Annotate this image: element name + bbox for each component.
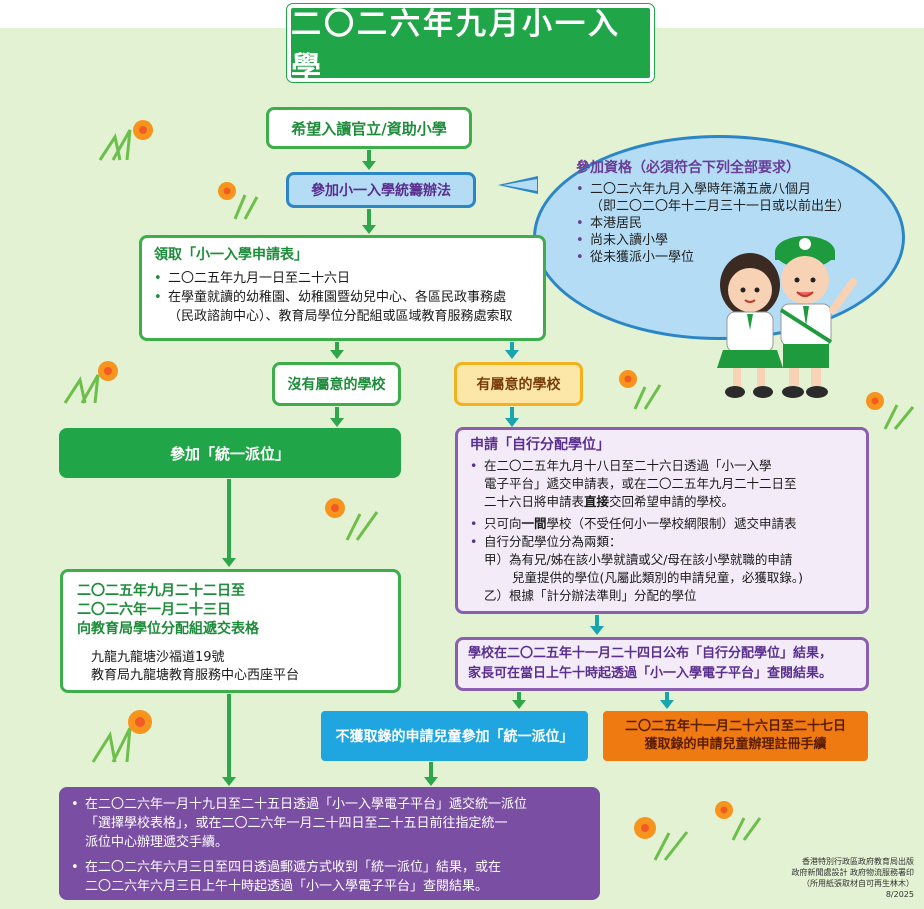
bullet-dot: • [576, 233, 584, 248]
flower-icon [98, 120, 153, 161]
final-text: 派位中心辦理遞交手續。 [85, 835, 229, 850]
dp-text: 交回希望申請的學校。 [609, 494, 735, 509]
form-heading: 領取「小一入學申請表」 [154, 247, 308, 263]
not-admitted-box: 不獲取錄的申請兒童參加「統一派位」 [321, 711, 588, 761]
eligibility-item: 二〇二六年九月入學時年滿五歲八個月 [590, 182, 812, 197]
step-wish-label: 希望入讀官立/資助小學 [291, 119, 447, 138]
arrow-down [222, 479, 236, 567]
credits: 香港特別行政區政府教育局出版 政府新聞處設計 政府物流服務署印 （所用紙張取材自… [734, 856, 914, 900]
arrow-down [660, 692, 674, 709]
flower-icon [715, 801, 762, 841]
bullet-dot: • [576, 250, 584, 265]
eligibility-item: 本港居民 [590, 216, 643, 231]
flower-icon [866, 392, 915, 430]
dp-heading: 申請「自行分配學位」 [470, 437, 610, 453]
submit-address: 九龍九龍塘沙福道19號 [91, 650, 225, 665]
form-item: （民政諮詢中心）、教育局學位分配組或區域教育服務處索取 [168, 309, 513, 324]
credits-line: 8/2025 [885, 890, 914, 899]
submit-date: 二〇二五年九月二十二日至 [77, 583, 245, 599]
dp-text: 自行分配學位分為兩類： [484, 534, 622, 549]
eligibility-content: 參加資格（必須符合下列全部要求） • 二〇二六年九月入學時年滿五歲八個月 （即二〇… [576, 160, 876, 266]
arrow-down [512, 692, 526, 709]
dp-text: 乙）根據「計分辦法準則」分配的學位 [484, 588, 697, 603]
result-text: 學校在二〇二五年十一月二十四日公布「自行分配學位」結果， [468, 646, 833, 661]
final-text: 在二〇二六年六月三日至四日透過郵遞方式收到「統一派位」結果，或在 [85, 860, 502, 875]
eligibility-item: （即二〇二〇年十二月三十一日或以前出生） [590, 199, 851, 214]
dp-text-bold: 直接 [584, 494, 610, 509]
final-text: 「選擇學校表格」，或在二〇二六年一月二十四日至二十五日前往指定統一 [85, 816, 508, 831]
bullet-dot: • [154, 271, 162, 286]
final-steps-box: • 在二〇二六年一月十九日至二十五日透過「小一入學電子平台」遞交統一派位 「選擇… [59, 787, 600, 900]
eligibility-item: 尚未入讀小學 [590, 233, 669, 248]
no-preference-label: 沒有屬意的學校 [287, 377, 386, 393]
eligibility-item: 從未獲派小一學位 [590, 250, 695, 265]
dp-text: 在二〇二五年九月十八日至二十六日透過「小一入學 [484, 458, 772, 473]
step-join-box: 參加小一入學統籌辦法 [286, 172, 476, 208]
bullet-dot: • [470, 516, 478, 531]
dp-text: 只可向 [484, 516, 522, 531]
arrow-down [362, 209, 376, 234]
page-title: 二〇二六年九月小一入學 [287, 4, 654, 86]
step-join-label: 參加小一入學統籌辦法 [311, 183, 451, 199]
has-preference-box: 有屬意的學校 [454, 362, 583, 406]
flower-icon [218, 182, 259, 220]
discretionary-places-box: 申請「自行分配學位」 • 在二〇二五年九月十八日至二十六日透過「小一入學 電子平… [455, 427, 869, 614]
has-preference-label: 有屬意的學校 [476, 377, 561, 393]
arrow-down [590, 615, 604, 635]
form-item: 二〇二五年九月一日至二十六日 [168, 271, 351, 286]
central-allocation-label: 參加「統一派位」 [169, 444, 290, 463]
bullet-dot: • [71, 860, 79, 875]
not-admitted-label: 不獲取錄的申請兒童參加「統一派位」 [335, 729, 574, 745]
arrow-down [424, 762, 438, 786]
registration-text: 獲取錄的申請兒童辦理註冊手續 [644, 737, 827, 752]
arrow-down [330, 407, 344, 427]
flower-icon [91, 710, 152, 763]
arrow-down [362, 150, 376, 170]
credits-line: 政府新聞處設計 政府物流服務署印 [791, 868, 914, 877]
result-text: 家長可在當日上午十時起透過「小一入學電子平台」查閱結果。 [468, 666, 833, 681]
final-text: 二〇二六年六月三日上午十時起透過「小一入學電子平台」查閱結果。 [85, 879, 489, 894]
flower-icon [63, 361, 118, 404]
bullet-dot: • [576, 182, 584, 197]
flower-icon [325, 498, 379, 541]
submit-date: 二〇二六年一月二十三日 [77, 602, 231, 618]
credits-line: （所用紙張取材自可再生林木） [802, 879, 914, 888]
dp-text-bold: 一間 [521, 516, 547, 531]
flower-icon [619, 370, 662, 410]
submit-address: 教育局九龍塘教育服務中心西座平台 [91, 668, 300, 683]
central-allocation-box: 參加「統一派位」 [59, 428, 401, 478]
bullet-dot: • [576, 216, 584, 231]
arrow-down [330, 342, 344, 359]
result-box: 學校在二〇二五年十一月二十四日公布「自行分配學位」結果， 家長可在當日上午十時起… [455, 637, 869, 691]
bullet-dot: • [470, 534, 478, 549]
arrow-down [222, 694, 236, 786]
dp-text: 兒童提供的學位(凡屬此類別的申請兒童，必獲取錄。) [512, 570, 804, 585]
credits-line: 香港特別行政區政府教育局出版 [802, 857, 914, 866]
form-box: 領取「小一入學申請表」 • 二〇二五年九月一日至二十六日 • 在學童就讀的幼稚園、幼… [139, 235, 546, 341]
registration-text: 二〇二五年十一月二十六日至二十七日 [624, 719, 846, 734]
step-wish-box: 希望入讀官立/資助小學 [266, 107, 472, 149]
dp-text: 二十六日將申請表 [484, 494, 585, 509]
bubble-tail-inner [503, 179, 537, 191]
final-text: 在二〇二六年一月十九日至二十五日透過「小一入學電子平台」遞交統一派位 [85, 797, 528, 812]
bullet-dot: • [154, 290, 162, 305]
dp-text: 甲）為有兄/姊在該小學就讀或父/母在該小學就職的申請 [484, 552, 793, 567]
form-item: 在學童就讀的幼稚園、幼稚園暨幼兒中心、各區民政事務處 [168, 290, 507, 305]
submit-instruction: 向教育局學位分配組遞交表格 [77, 621, 259, 637]
eligibility-bubble [533, 135, 905, 340]
bullet-dot: • [71, 797, 79, 812]
children-illustration [717, 236, 857, 398]
registration-box: 二〇二五年十一月二十六日至二十七日 獲取錄的申請兒童辦理註冊手續 [603, 711, 868, 761]
eligibility-heading: 參加資格（必須符合下列全部要求） [576, 160, 800, 176]
dp-text: 電子平台」遞交申請表，或在二〇二五年九月二十二日至 [484, 476, 797, 491]
arrow-down [505, 407, 519, 427]
bullet-dot: • [470, 458, 478, 473]
flower-icon [634, 817, 689, 861]
arrow-down [505, 342, 519, 359]
no-preference-box: 沒有屬意的學校 [272, 362, 401, 406]
submit-form-box: 二〇二五年九月二十二日至 二〇二六年一月二十三日 向教育局學位分配組遞交表格 九… [60, 569, 401, 693]
dp-text: 學校（不受任何小一學校網限制）遞交申請表 [546, 516, 797, 531]
